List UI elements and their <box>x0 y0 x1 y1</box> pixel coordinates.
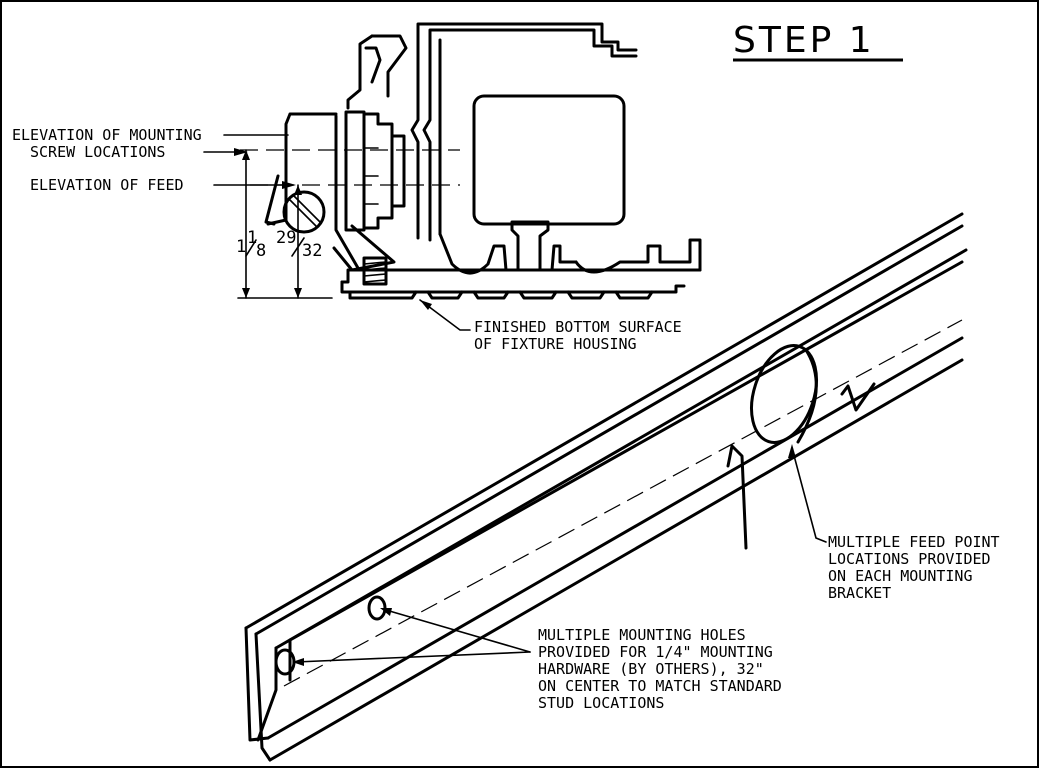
svg-text:PROVIDED FOR 1/4" MOUNTING: PROVIDED FOR 1/4" MOUNTING <box>538 643 773 661</box>
svg-text:OF FIXTURE HOUSING: OF FIXTURE HOUSING <box>474 335 637 353</box>
svg-text:ON CENTER TO MATCH STANDARD: ON CENTER TO MATCH STANDARD <box>538 677 782 695</box>
dimension-29-32: 29 32 <box>276 228 322 261</box>
svg-text:STUD LOCATIONS: STUD LOCATIONS <box>538 694 664 712</box>
svg-text:29: 29 <box>276 228 296 248</box>
svg-text:8: 8 <box>256 241 266 261</box>
step-title: STEP 1 <box>733 20 875 61</box>
svg-text:FINISHED BOTTOM SURFACE: FINISHED BOTTOM SURFACE <box>474 318 682 336</box>
callout-mounting-holes: MULTIPLE MOUNTING HOLES PROVIDED FOR 1/4… <box>292 608 782 712</box>
svg-text:LOCATIONS PROVIDED: LOCATIONS PROVIDED <box>828 550 991 568</box>
callout-finished-bottom: FINISHED BOTTOM SURFACE OF FIXTURE HOUSI… <box>419 299 682 353</box>
svg-text:1: 1 <box>247 228 257 248</box>
svg-text:BRACKET: BRACKET <box>828 584 891 602</box>
svg-text:MULTIPLE MOUNTING HOLES: MULTIPLE MOUNTING HOLES <box>538 626 746 644</box>
mounting-bracket <box>244 212 968 762</box>
svg-text:SCREW LOCATIONS: SCREW LOCATIONS <box>30 143 165 161</box>
callout-elevation-feed: ELEVATION OF FEED <box>30 176 296 194</box>
svg-text:ELEVATION OF MOUNTING: ELEVATION OF MOUNTING <box>12 126 202 144</box>
callout-feed-points: MULTIPLE FEED POINT LOCATIONS PROVIDED O… <box>788 444 1000 602</box>
svg-text:MULTIPLE FEED POINT: MULTIPLE FEED POINT <box>828 533 1000 551</box>
svg-text:HARDWARE (BY OTHERS), 32": HARDWARE (BY OTHERS), 32" <box>538 660 764 678</box>
svg-text:ON EACH MOUNTING: ON EACH MOUNTING <box>828 567 973 585</box>
callout-elevation-mounting: ELEVATION OF MOUNTING SCREW LOCATIONS <box>12 126 289 161</box>
housing-cross-section <box>237 22 702 300</box>
svg-text:ELEVATION OF FEED: ELEVATION OF FEED <box>30 176 184 194</box>
svg-text:32: 32 <box>302 241 322 261</box>
svg-text:1: 1 <box>236 237 246 257</box>
dimension-1-1-8: 1 1 8 <box>236 228 266 261</box>
